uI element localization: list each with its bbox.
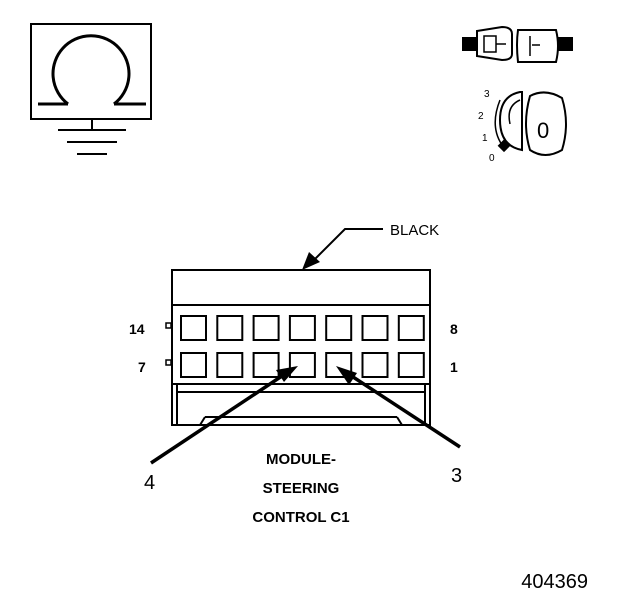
ignition-position-2: 2: [478, 111, 484, 122]
cavity-1: [397, 352, 425, 378]
module-name-line2: STEERING: [263, 480, 340, 497]
ignition-position-1: 1: [482, 133, 488, 144]
cavity-14: [180, 315, 207, 341]
cavity-9: [361, 315, 389, 341]
ignition-key-off-icon: 3 2 1 0 0: [478, 89, 567, 164]
ignition-position-0: 0: [489, 153, 495, 164]
figure-number: 404369: [521, 571, 588, 593]
cavity-10: [325, 315, 353, 341]
pin-label-8: 8: [450, 321, 458, 337]
callout-arrow-3: [336, 366, 461, 449]
ignition-position-3: 3: [484, 89, 490, 100]
callout-label-4: 4: [144, 472, 155, 494]
cavity-8: [397, 315, 425, 341]
disconnect-connector-icon: [462, 25, 573, 63]
color-leader-arrow: [302, 228, 383, 270]
cavity-12: [252, 315, 280, 341]
callout-label-3: 3: [451, 465, 462, 487]
pin-label-7: 7: [138, 359, 146, 375]
callout-arrow-4: [150, 366, 298, 465]
cavity-row-top: [180, 315, 425, 341]
cavity-11: [288, 315, 316, 341]
cavity-4: [288, 352, 316, 378]
cavity-6: [216, 352, 244, 378]
module-name-line1: MODULE-: [266, 451, 336, 468]
connector-body: [165, 269, 431, 426]
cavity-row-bottom: [180, 352, 425, 378]
pin-label-14: 14: [129, 321, 145, 337]
module-name-line3: CONTROL C1: [252, 509, 349, 526]
pin-label-1: 1: [450, 359, 458, 375]
ignition-key-label: 0: [537, 118, 549, 143]
cavity-5: [252, 352, 280, 378]
connector-color-label: BLACK: [390, 222, 439, 239]
ohmmeter-ground-icon: [30, 23, 152, 155]
cavity-2: [361, 352, 389, 378]
cavity-13: [216, 315, 244, 341]
cavity-7: [180, 352, 207, 378]
